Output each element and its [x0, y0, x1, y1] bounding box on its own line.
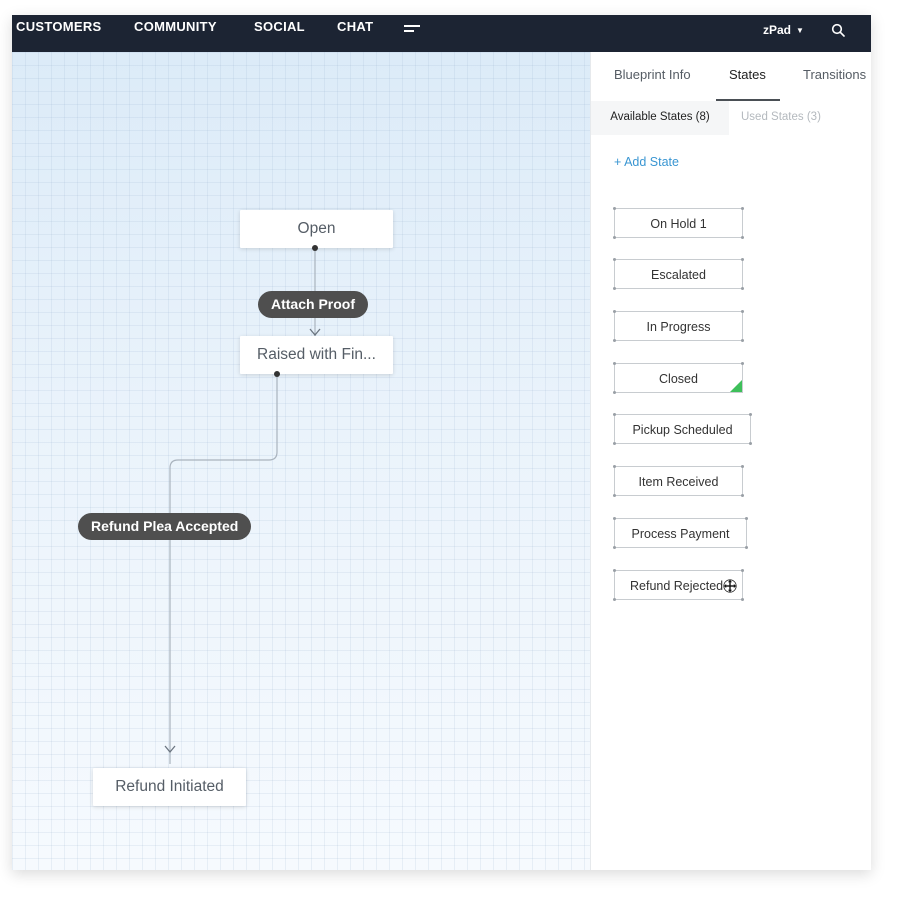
chip-label: Refund Rejected — [630, 579, 724, 593]
state-chip-in-progress[interactable]: In Progress — [613, 310, 744, 342]
arrow-down-icon — [164, 745, 176, 754]
org-switcher[interactable]: zPad ▼ — [763, 23, 804, 37]
arrow-down-icon — [309, 328, 321, 337]
chip-label: Closed — [659, 372, 698, 386]
tab-blueprint-info[interactable]: Blueprint Info — [614, 67, 691, 82]
state-chip-process-payment[interactable]: Process Payment — [613, 517, 748, 549]
active-tab-indicator — [716, 99, 780, 101]
state-subtabs: Available States (8) Used States (3) — [591, 101, 871, 135]
state-chip-on-hold-1[interactable]: On Hold 1 — [613, 207, 744, 239]
connector-handle[interactable] — [312, 245, 318, 251]
nav-item-chat[interactable]: CHAT — [337, 19, 374, 34]
subtab-available-states[interactable]: Available States (8) — [591, 101, 729, 135]
state-chip-escalated[interactable]: Escalated — [613, 258, 744, 290]
transition-label: Attach Proof — [271, 296, 355, 312]
state-chip-closed[interactable]: Closed — [613, 362, 744, 394]
state-chip-item-received[interactable]: Item Received — [613, 465, 744, 497]
tab-states[interactable]: States — [729, 67, 766, 82]
chip-label: Escalated — [651, 268, 706, 282]
subtab-used-states[interactable]: Used States (3) — [741, 111, 821, 123]
chip-label: Item Received — [638, 475, 719, 489]
chip-label: Pickup Scheduled — [632, 423, 733, 437]
state-node-refund-initiated[interactable]: Refund Initiated — [93, 768, 246, 806]
nav-item-customers[interactable]: CUSTOMERS — [16, 19, 102, 34]
state-label: Raised with Fin... — [257, 346, 376, 363]
connector-handle[interactable] — [274, 371, 280, 377]
tab-transitions[interactable]: Transitions — [803, 67, 867, 82]
state-node-open[interactable]: Open — [240, 210, 393, 248]
connector-lines — [164, 248, 321, 764]
state-label: Open — [297, 220, 336, 237]
chip-label: Process Payment — [631, 527, 730, 541]
search-icon[interactable] — [831, 23, 845, 37]
caret-down-icon: ▼ — [796, 26, 804, 35]
app-window: CUSTOMERS COMMUNITY SOCIAL CHAT zPad ▼ Op… — [12, 15, 871, 870]
connector-raised-refund — [169, 374, 278, 764]
state-chip-pickup-scheduled[interactable]: Pickup Scheduled — [613, 413, 752, 445]
closed-state-marker — [730, 380, 742, 392]
chip-label: In Progress — [646, 320, 711, 334]
transition-refund-plea-accepted[interactable]: Refund Plea Accepted — [78, 513, 252, 540]
add-state-link[interactable]: + Add State — [614, 155, 679, 169]
blueprint-canvas[interactable]: Open Attach Proof Raised with Fin... Ref… — [12, 52, 590, 870]
chip-label: On Hold 1 — [650, 217, 707, 231]
top-nav-bar: CUSTOMERS COMMUNITY SOCIAL CHAT zPad ▼ — [12, 15, 871, 52]
transition-label: Refund Plea Accepted — [91, 518, 239, 534]
nav-item-community[interactable]: COMMUNITY — [134, 19, 217, 34]
move-cursor-icon — [723, 579, 737, 593]
state-label: Refund Initiated — [115, 778, 224, 795]
states-panel: Blueprint Info States Transitions Availa… — [590, 52, 871, 870]
hamburger-icon[interactable] — [404, 22, 422, 34]
nav-item-social[interactable]: SOCIAL — [254, 19, 305, 34]
state-chip-refund-rejected[interactable]: Refund Rejected — [613, 569, 744, 601]
state-node-raised-with-finance[interactable]: Raised with Fin... — [240, 336, 393, 374]
org-name: zPad — [763, 23, 792, 37]
transition-attach-proof[interactable]: Attach Proof — [258, 291, 368, 318]
